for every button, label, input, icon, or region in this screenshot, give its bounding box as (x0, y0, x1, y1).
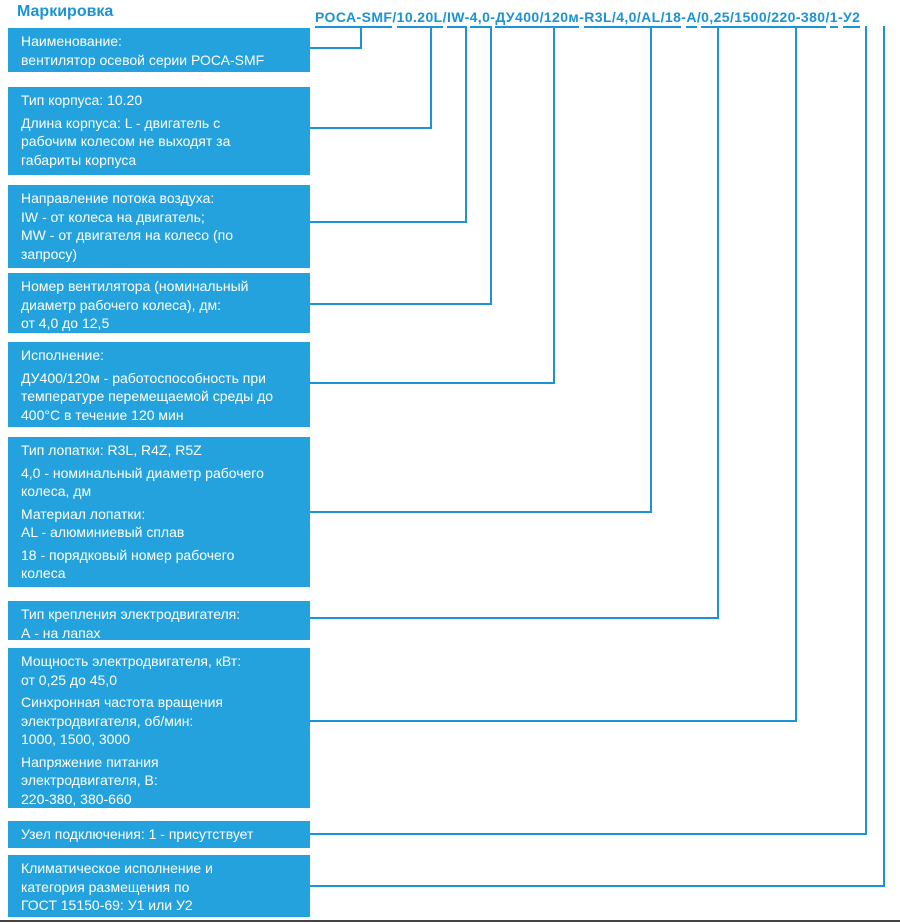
box-text-line: А - на лапах (21, 624, 101, 641)
code-segment-duty: ДУ400/120м (495, 9, 580, 28)
box-text-line: Наименование: (21, 33, 122, 49)
code-separator: - (464, 9, 470, 25)
box-text-line: Синхронная частота вращения (21, 694, 223, 710)
page-title: Маркировка (17, 3, 114, 20)
code-segment-motor: 0,25/1500/220-380 (701, 9, 826, 28)
connector-h-fan-number (310, 303, 492, 305)
box-text-line: Узел подключения: 1 - присутствует (21, 826, 254, 842)
box-text-line: категория размещения по (21, 878, 190, 895)
label-box-motor-mounting: Тип крепления электродвигателя: А - на л… (8, 601, 310, 640)
label-box-climatic: Климатическое исполнение и категория раз… (8, 855, 310, 917)
code-separator: - (681, 9, 687, 25)
box-text-line: колеса, дм (21, 483, 92, 499)
box-text-line: Направление потока воздуха: (21, 190, 215, 206)
code-segment-blade: R3L/4,0/AL/18 (584, 9, 682, 28)
connector-v-housing (430, 26, 432, 129)
code-separator: - (837, 9, 844, 25)
code-segment-series: РОСА-SMF (315, 9, 393, 28)
label-box-connection-unit: Узел подключения: 1 - присутствует (8, 821, 310, 848)
box-text-line: Исполнение: (21, 347, 105, 363)
label-box-blade-type: Тип лопатки: R3L, R4Z, R5Z 4,0 - номинал… (8, 437, 310, 587)
box-text-line: вентилятор осевой серии РОСА-SMF (21, 51, 265, 68)
connector-v-mounting (717, 26, 719, 619)
label-box-duty-version: Исполнение: ДУ400/120м - работоспособнос… (8, 342, 310, 427)
code-separator: - (579, 9, 585, 25)
connector-v-name (360, 26, 362, 49)
box-text-line: Тип лопатки: R3L, R4Z, R5Z (21, 442, 202, 458)
connector-h-motor (310, 720, 797, 722)
box-text-line: запросу) (21, 245, 78, 262)
box-text-line: Климатическое исполнение и (21, 860, 213, 876)
connector-h-housing (310, 127, 432, 129)
connector-h-climatic (310, 885, 885, 887)
bottom-rule (0, 920, 900, 922)
connector-v-connection-unit (865, 26, 867, 835)
box-text-line: Длина корпуса: L - двигатель с (21, 114, 221, 131)
box-text-line: 400°С в течение 120 мин (21, 406, 184, 423)
marking-code: РОСА-SMF/10.20L/IW-4,0-ДУ400/120м-R3L/4,… (315, 9, 861, 28)
box-text-line: 1000, 1500, 3000 (21, 731, 130, 747)
code-segment-fan-number: 4,0 (469, 9, 491, 28)
box-text-line: колеса (21, 565, 66, 581)
connector-h-duty (310, 382, 555, 384)
code-segment-connection-unit: 1 (829, 9, 838, 28)
connector-v-climatic (883, 26, 885, 887)
box-text-line: Тип крепления электродвигателя: (21, 606, 241, 622)
connector-v-fan-number (490, 26, 492, 305)
box-text-line: 18 - порядковый номер рабочего (21, 546, 235, 563)
connector-v-duty (553, 26, 555, 384)
connector-h-connection-unit (310, 833, 867, 835)
code-separator: / (442, 9, 447, 25)
code-segment-climatic: У2 (843, 9, 861, 28)
connector-v-blade (650, 26, 652, 513)
code-separator: / (825, 9, 830, 25)
code-separator: / (696, 9, 702, 25)
label-box-name: Наименование: вентилятор осевой серии РО… (8, 28, 310, 72)
box-text-line: Материал лопатки: (21, 505, 146, 522)
label-box-housing: Тип корпуса: 10.20 Длина корпуса: L - дв… (8, 87, 310, 175)
box-text-line: 220-380, 380-660 (21, 790, 132, 807)
box-text-line: Мощность электродвигателя, кВт: (21, 653, 242, 669)
connector-h-name (310, 47, 362, 49)
box-text-line: Тип корпуса: 10.20 (21, 92, 143, 108)
code-separator: / (392, 9, 397, 25)
box-text-line: Напряжение питания (21, 753, 159, 770)
connector-h-airflow (310, 221, 467, 223)
box-text-line: AL - алюминиевый сплав (21, 524, 185, 540)
box-text-line: температуре перемещаемой среды до (21, 388, 274, 404)
box-text-line: габариты корпуса (21, 151, 137, 168)
box-text-line: ДУ400/120м - работоспособность при (21, 369, 266, 386)
box-text-line: 4,0 - номинальный диаметр рабочего (21, 464, 264, 481)
box-text-line: электродвигателя, об/мин: (21, 712, 194, 729)
code-segment-mounting: А (686, 9, 697, 28)
box-text-line: от 4,0 до 12,5 (21, 315, 110, 331)
connector-h-blade (310, 511, 652, 513)
code-segment-airflow: IW (446, 9, 465, 28)
box-text-line: IW - от колеса на двигатель; (21, 208, 205, 225)
box-text-line: рабочим колесом не выходят за (21, 133, 231, 149)
connector-h-mounting (310, 617, 719, 619)
label-box-fan-number: Номер вентилятора (номинальный диаметр р… (8, 273, 310, 333)
box-text-line: Номер вентилятора (номинальный (21, 278, 249, 294)
code-separator: - (490, 9, 496, 25)
box-text-line: ГОСТ 15150-69: У1 или У2 (21, 897, 193, 913)
box-text-line: от 0,25 до 45,0 (21, 671, 118, 688)
connector-v-airflow (465, 26, 467, 223)
connector-v-motor (795, 26, 797, 722)
code-segment-housing-type: 10.20L (396, 9, 443, 28)
box-text-line: MW - от двигателя на колесо (по (21, 227, 234, 243)
box-text-line: диаметр рабочего колеса), дм: (21, 296, 222, 313)
label-box-motor-specs: Мощность электродвигателя, кВт: от 0,25 … (8, 648, 310, 808)
box-text-line: электродвигателя, В: (21, 772, 158, 788)
label-box-airflow-direction: Направление потока воздуха: IW - от коле… (8, 185, 310, 268)
